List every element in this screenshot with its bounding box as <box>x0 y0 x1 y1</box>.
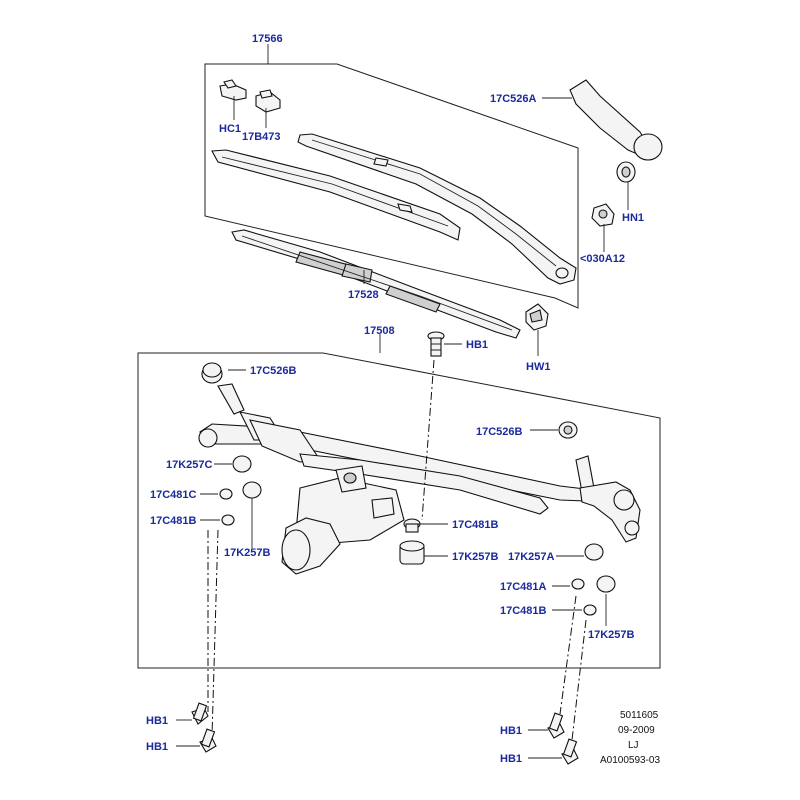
spacer-17c481c-icon <box>219 488 233 500</box>
reference-initials: LJ <box>628 740 639 751</box>
grommet-17k257b-center-icon <box>399 540 425 565</box>
spacer-17c481a-icon <box>571 578 585 590</box>
callout-030a12: <030A12 <box>580 253 625 265</box>
bolt-hb1-right-1-icon <box>547 712 565 739</box>
callout-17c481a: 17C481A <box>500 581 547 593</box>
reference-drawing-id: A0100593-03 <box>600 755 660 766</box>
arm-17c526a-icon <box>569 79 663 161</box>
spacer-17c481b-center-icon <box>403 518 421 533</box>
callout-17c481c: 17C481C <box>150 489 197 501</box>
callout-hw1: HW1 <box>526 361 550 373</box>
reference-code: 5011605 <box>620 710 659 721</box>
bush-17c526b-left-icon <box>202 362 222 378</box>
callout-17c526a: 17C526A <box>490 93 537 105</box>
cap-030a12-icon <box>591 203 615 227</box>
callout-hb1-top: HB1 <box>466 339 488 351</box>
axis-left-2 <box>211 529 219 737</box>
blade-spoiler-icon <box>211 149 461 241</box>
linkage-frame <box>137 352 661 669</box>
nut-hn1-icon <box>616 161 636 183</box>
callout-17k257b-center: 17K257B <box>452 551 499 563</box>
axis-right-1 <box>559 595 577 715</box>
callout-17b473: 17B473 <box>242 131 281 143</box>
callout-17528: 17528 <box>348 289 379 301</box>
callout-17k257b-left: 17K257B <box>224 547 271 559</box>
callout-17k257b-right: 17K257B <box>588 629 635 641</box>
spacer-17c481b-left-icon <box>221 514 235 526</box>
clip-hc1-icon <box>219 79 247 101</box>
bush-17c526b-right-icon <box>558 421 578 439</box>
callout-17566: 17566 <box>252 33 283 45</box>
callout-hb1-right-2: HB1 <box>500 753 522 765</box>
wiper-blade-icon <box>231 229 521 339</box>
reference-date: 09-2009 <box>618 725 655 736</box>
callout-17k257a: 17K257A <box>508 551 555 563</box>
callout-17508: 17508 <box>364 325 395 337</box>
callout-17c526b-left: 17C526B <box>250 365 297 377</box>
bolt-hb1-top-icon <box>427 331 445 357</box>
grommet-17k257b-left-icon <box>242 481 262 499</box>
grommet-17k257b-right-icon <box>596 575 616 593</box>
callout-hb1-left-2: HB1 <box>146 741 168 753</box>
wiper-arm-icon <box>297 133 577 285</box>
callout-17c526b-right: 17C526B <box>476 426 523 438</box>
clip-17b473-icon <box>255 89 281 113</box>
callout-17k257c: 17K257C <box>166 459 213 471</box>
callout-17c481b-left: 17C481B <box>150 515 197 527</box>
callout-hc1: HC1 <box>219 123 241 135</box>
axis-top-bolt <box>421 359 435 521</box>
blade-kit-frame <box>204 63 579 309</box>
callout-17c481b-right: 17C481B <box>500 605 547 617</box>
spacer-17c481b-right-icon <box>583 604 597 616</box>
grommet-17k257a-icon <box>584 543 604 561</box>
callout-hb1-right-1: HB1 <box>500 725 522 737</box>
bolt-hb1-right-2-icon <box>561 738 579 765</box>
grommet-17k257c-icon <box>232 455 252 473</box>
callout-17c481b-center: 17C481B <box>452 519 499 531</box>
callout-hb1-left-1: HB1 <box>146 715 168 727</box>
bolt-hb1-left-1-icon <box>191 702 209 725</box>
axis-right-2 <box>571 619 587 741</box>
leader-lines <box>176 44 629 759</box>
callout-hn1: HN1 <box>622 212 644 224</box>
washer-hw1-icon <box>525 303 549 331</box>
bolt-hb1-left-2-icon <box>199 728 217 753</box>
wiper-linkage-icon <box>198 364 641 575</box>
